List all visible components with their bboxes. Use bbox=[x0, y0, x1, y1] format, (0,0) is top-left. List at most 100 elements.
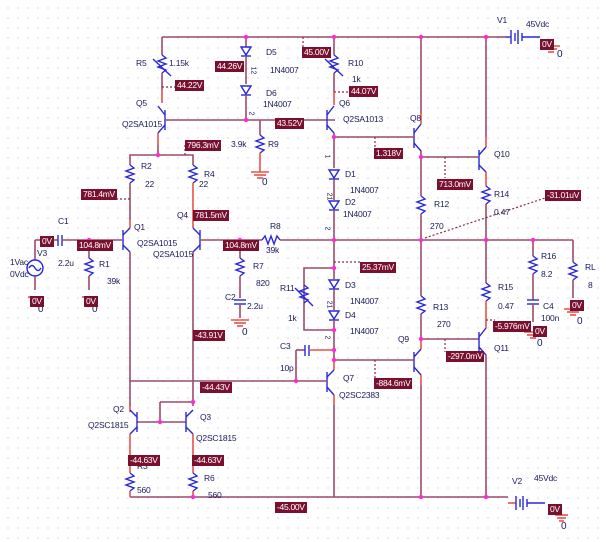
transistor-q4-icon bbox=[192, 227, 201, 253]
ground-r9-icon bbox=[251, 171, 269, 179]
label-r8-value: 39k bbox=[266, 245, 280, 255]
label-v3-dc: 0Vdc bbox=[10, 269, 29, 279]
ground-c2-icon bbox=[231, 319, 249, 327]
label-q4-name: Q4 bbox=[177, 210, 188, 220]
label-d6-name: D6 bbox=[266, 88, 277, 98]
label-c1-name: C1 bbox=[58, 216, 69, 226]
transistor-q9-icon bbox=[413, 348, 422, 376]
voltage-v1-ground: 0V bbox=[540, 39, 554, 50]
label-ground-rl: 0 bbox=[577, 316, 583, 327]
label-r15-value: 0.47 bbox=[498, 301, 514, 311]
resistor-r7-icon bbox=[234, 257, 246, 277]
ground-v2-icon bbox=[555, 514, 568, 522]
label-q2-part: Q2SC1815 bbox=[88, 420, 129, 430]
label-q1-name: Q1 bbox=[134, 222, 145, 232]
label-v2-value: 45Vdc bbox=[534, 473, 558, 483]
voltage-q7-collector: -884.6mV bbox=[374, 378, 413, 389]
voltage-d5-d6: 44.26V bbox=[215, 61, 245, 72]
diode-d5-icon bbox=[239, 46, 253, 57]
wire-r11-loop bbox=[303, 267, 334, 331]
label-r10-name: R10 bbox=[348, 58, 363, 68]
resistor-r14-icon bbox=[480, 185, 492, 205]
label-rl-name: RL bbox=[585, 262, 596, 272]
label-r5-value: 1.15k bbox=[169, 58, 189, 68]
label-r2-value: 22 bbox=[145, 179, 155, 189]
capacitor-c4-icon bbox=[527, 299, 539, 305]
voltage-q9-emitter: -297.0mV bbox=[446, 351, 485, 362]
label-pin-d2: 2 bbox=[323, 226, 331, 231]
label-pin-d6: 2 bbox=[247, 111, 255, 116]
label-q7-part: Q2SC2383 bbox=[339, 390, 380, 400]
resistor-r12-icon bbox=[415, 195, 427, 215]
label-q4-part: Q2SA1015 bbox=[153, 249, 193, 259]
label-ground-v1: 0 bbox=[557, 49, 563, 60]
label-d1-name: D1 bbox=[345, 169, 356, 179]
resistor-r6-icon bbox=[187, 472, 199, 492]
label-ground-r1: 0 bbox=[92, 304, 98, 315]
voltage-v3-output: 0V bbox=[40, 236, 54, 247]
label-q11-name: Q11 bbox=[494, 343, 509, 353]
battery-v2-icon bbox=[508, 496, 545, 510]
label-r13-name: R13 bbox=[433, 302, 448, 312]
label-d1-part: 1N4007 bbox=[350, 185, 379, 195]
resistor-r13-icon bbox=[415, 295, 427, 315]
resistor-rl-icon bbox=[567, 261, 579, 281]
label-r14-value: 0.47 bbox=[494, 207, 510, 217]
label-q3-name: Q3 bbox=[200, 412, 211, 422]
label-q5-part: Q2SA1015 bbox=[122, 119, 162, 129]
label-q3-part: Q2SC1815 bbox=[196, 433, 237, 443]
probe-output bbox=[424, 197, 546, 239]
label-r12-name: R12 bbox=[434, 199, 449, 209]
label-r6-name: R6 bbox=[204, 473, 215, 483]
label-v3-ac: 1Vac bbox=[10, 257, 28, 267]
transistor-q1-icon bbox=[122, 227, 131, 253]
label-d2-name: D2 bbox=[345, 197, 356, 207]
resistor-r3-icon bbox=[124, 472, 136, 492]
label-r16-value: 8.2 bbox=[541, 269, 553, 279]
resistor-r15-icon bbox=[480, 282, 492, 302]
label-ground-v2: 0 bbox=[561, 521, 567, 532]
voltage-rail-positive: 45.00V bbox=[302, 47, 332, 58]
label-c1-value: 2.2u bbox=[58, 258, 74, 268]
diode-d2-icon bbox=[327, 200, 341, 211]
battery-v1-icon bbox=[505, 30, 540, 44]
label-r7-name: R7 bbox=[253, 261, 264, 271]
label-q6-name: Q6 bbox=[339, 98, 350, 108]
label-q1-part: Q2SA1015 bbox=[137, 238, 177, 248]
potentiometer-r11-icon bbox=[294, 284, 314, 307]
label-q9-name: Q9 bbox=[398, 334, 409, 344]
potentiometer-r5-icon bbox=[152, 54, 172, 77]
label-ground-c4: 0 bbox=[537, 338, 543, 349]
voltage-q1-emitter: 781.4mV bbox=[81, 189, 117, 200]
voltage-output: -31.01uV bbox=[545, 190, 582, 201]
label-rl-value: 8 bbox=[588, 280, 593, 290]
wire-q5-to-r4 bbox=[158, 154, 194, 165]
voltage-rail-negative: -45.00V bbox=[275, 502, 307, 513]
label-r4-value: 22 bbox=[199, 179, 209, 189]
label-ground-v3: 0 bbox=[38, 304, 44, 315]
label-c4-name: C4 bbox=[543, 301, 554, 311]
voltage-d3-anode: 25.37mV bbox=[360, 262, 396, 273]
label-ground-c2: 0 bbox=[242, 327, 248, 338]
resistor-r8-icon bbox=[261, 234, 281, 246]
voltage-q4-collector: -43.91V bbox=[193, 330, 225, 341]
voltage-d1-anode: 1.318V bbox=[374, 148, 404, 159]
diode-d3-icon bbox=[327, 279, 341, 290]
label-pin-d5d6: 12 bbox=[249, 66, 257, 75]
resistor-r1-icon bbox=[83, 257, 95, 277]
transistor-q3-icon bbox=[185, 409, 194, 435]
label-d6-part: 1N4007 bbox=[263, 99, 292, 109]
label-c3-name: C3 bbox=[280, 341, 291, 351]
label-d4-part: 1N4007 bbox=[350, 326, 379, 336]
voltage-v2-ground: 0V bbox=[548, 504, 562, 515]
label-d4-name: D4 bbox=[345, 310, 356, 320]
label-d2-part: 1N4007 bbox=[343, 209, 372, 219]
ac-source-v3-icon bbox=[26, 259, 44, 277]
label-q5-name: Q5 bbox=[136, 98, 147, 108]
label-d3-part: 1N4007 bbox=[350, 296, 379, 306]
label-r5-name: R5 bbox=[136, 58, 147, 68]
transistor-q2-icon bbox=[129, 409, 138, 435]
label-c2-name: C2 bbox=[225, 292, 236, 302]
label-v2-name: V2 bbox=[512, 476, 522, 486]
